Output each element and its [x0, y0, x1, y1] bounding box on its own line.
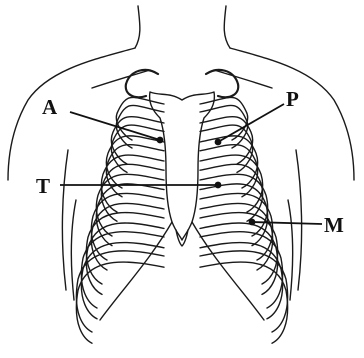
label-A: A: [42, 95, 58, 119]
ribs-left: [76, 97, 164, 343]
arm-left-line: [62, 150, 68, 290]
ribs-right: [200, 97, 288, 343]
point-T: [215, 182, 222, 189]
arm-right-line-2: [288, 200, 293, 300]
label-M: M: [324, 213, 344, 237]
leader-line-M: [252, 222, 322, 224]
leader-line-P: [218, 104, 284, 142]
manubrium-outline: [150, 92, 215, 240]
label-P-group: P: [215, 87, 299, 145]
first-ribs: [126, 70, 239, 97]
rib-left-9-a: [76, 251, 164, 332]
torso-outline: [8, 6, 354, 300]
rib-right-9-a: [200, 251, 288, 332]
label-P: P: [286, 87, 299, 111]
clavicle-right: [214, 70, 272, 88]
costal-margins: [100, 222, 264, 320]
point-A: [157, 137, 164, 144]
point-P: [215, 139, 222, 146]
shoulder-left-outline: [8, 48, 135, 180]
point-M: [249, 219, 256, 226]
neck-right-outline: [224, 6, 230, 48]
rib-right-7-b: [200, 223, 278, 294]
arm-left-line-2: [71, 200, 76, 300]
arm-right-line: [296, 150, 302, 290]
clavicle-left: [92, 70, 150, 88]
label-T: T: [36, 174, 50, 198]
neck-left-outline: [135, 6, 140, 48]
rib-left-7-b: [86, 223, 164, 294]
